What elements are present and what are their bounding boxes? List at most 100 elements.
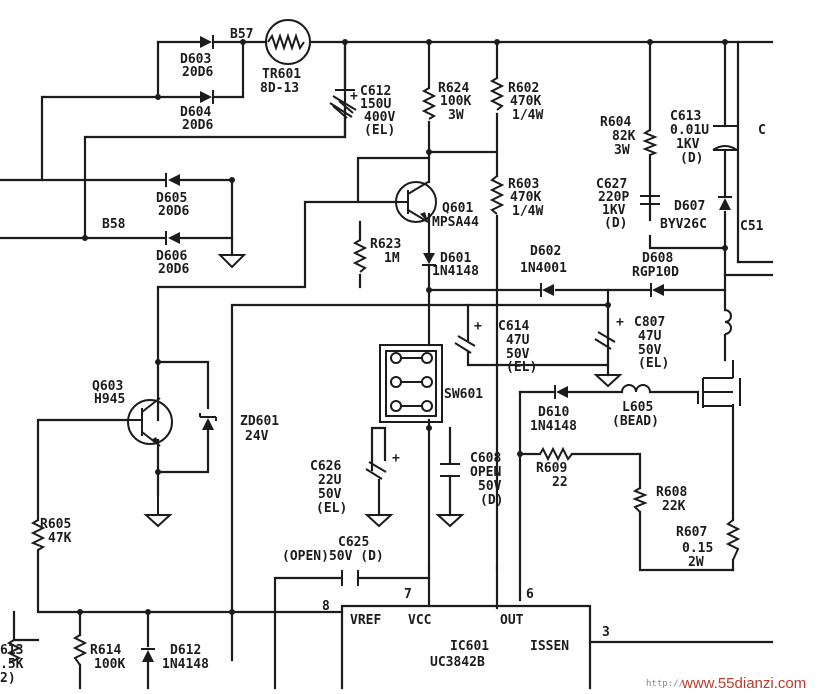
- capacitor-c807-symbol: [594, 331, 616, 350]
- label-d608-value: RGP10D: [632, 265, 679, 280]
- label-b58: B58: [102, 217, 126, 232]
- label-q603-value: H945: [94, 392, 125, 407]
- label-d607-ref: D607: [674, 199, 705, 214]
- inductor-l605-symbol: [621, 384, 651, 393]
- diode-d608-symbol: [650, 283, 664, 297]
- label-l605-value: (BEAD): [612, 414, 659, 429]
- label-c608-type: (D): [480, 493, 503, 508]
- resistor-r604-symbol: [642, 129, 658, 156]
- resistor-r605-symbol: [30, 519, 46, 551]
- thermistor-tr601-symbol: [265, 19, 311, 65]
- label-c627-voltage: 1KV: [602, 203, 626, 218]
- label-r605-ref: R605: [40, 517, 71, 532]
- label-r607-power: 2W: [688, 555, 704, 570]
- diode-d604-symbol: [200, 90, 214, 104]
- label-c613-type: (D): [680, 151, 703, 166]
- diode-d605-symbol: [165, 173, 180, 187]
- label-r624-value: 100K: [440, 94, 471, 109]
- label-ic601-pin7: 7: [404, 587, 412, 602]
- junction-dots: [77, 39, 728, 615]
- label-d601-ref: D601: [440, 251, 471, 266]
- label-d607-value: BYV26C: [660, 217, 707, 232]
- label-polarity-c612: +: [350, 89, 358, 104]
- label-ic601-vref: VREF: [350, 613, 381, 628]
- label-ic601-ref: IC601: [450, 639, 489, 654]
- label-d606-ref: D606: [156, 249, 187, 264]
- label-c807-value: 47U: [638, 329, 662, 344]
- label-r608-ref: R608: [656, 485, 687, 500]
- capacitor-c626-symbol: [365, 461, 387, 480]
- label-d605-value: 20D6: [158, 204, 189, 219]
- label-c807-ref: C807: [634, 315, 665, 330]
- resistor-r603-symbol: [489, 175, 505, 215]
- label-d612-value: 1N4148: [162, 657, 209, 672]
- label-r602-ref: R602: [508, 81, 539, 96]
- label-c608-ref: C608: [470, 451, 501, 466]
- diode-d602-symbol: [540, 283, 554, 297]
- capacitor-c614-symbol: [454, 335, 476, 354]
- label-d604-ref: D604: [180, 105, 211, 120]
- label-r623-value: 1M: [384, 251, 400, 266]
- label-c614-type: (EL): [506, 360, 537, 375]
- capacitor-c625-symbol: [341, 570, 359, 586]
- label-c-edge: C: [758, 123, 766, 138]
- label-r603-value: 470K: [510, 190, 541, 205]
- label-b57: B57: [230, 27, 253, 42]
- label-c612-value: 150U: [360, 97, 391, 112]
- label-polarity-c807: +: [616, 315, 624, 330]
- label-d608-ref: D608: [642, 251, 673, 266]
- label-r604-power: 3W: [614, 143, 630, 158]
- diode-d610-symbol: [554, 385, 568, 399]
- label-r614-ref: R614: [90, 643, 121, 658]
- label-ic601-part: UC3842B: [430, 655, 485, 670]
- label-d601-value: 1N4148: [432, 264, 479, 279]
- label-c626-voltage: 50V: [318, 487, 342, 502]
- label-tr601-value: 8D-13: [260, 81, 299, 96]
- ic601-block: [340, 604, 592, 690]
- switch-sw601-symbol: [379, 344, 443, 423]
- diode-d603-symbol: [200, 35, 214, 49]
- diode-d606-symbol: [165, 231, 180, 245]
- label-r609-ref: R609: [536, 461, 567, 476]
- label-r613-value: .5K: [0, 657, 24, 672]
- ground-icon-q603: [143, 495, 173, 528]
- label-sw601: SW601: [444, 387, 483, 402]
- label-c614-voltage: 50V: [506, 347, 530, 362]
- label-r614-value: 100K: [94, 657, 125, 672]
- diodes: [141, 35, 732, 662]
- ground-icon-c626: [364, 514, 394, 528]
- resistor-r614-symbol: [72, 634, 88, 666]
- label-d605-ref: D605: [156, 191, 187, 206]
- label-c608-voltage: 50V: [478, 479, 502, 494]
- label-d612-ref: D612: [170, 643, 201, 658]
- capacitors: [329, 89, 738, 586]
- label-l605-ref: L605: [622, 400, 653, 415]
- capacitor-c613-symbol: [712, 125, 738, 151]
- label-ic601-pin6: 6: [526, 587, 534, 602]
- label-d604-value: 20D6: [182, 118, 213, 133]
- diode-d607-symbol: [718, 196, 732, 210]
- label-q603-ref: Q603: [92, 379, 123, 394]
- capacitor-c608-symbol: [440, 463, 460, 477]
- wires: [0, 40, 774, 690]
- label-d606-value: 20D6: [158, 262, 189, 277]
- label-c626-type: (EL): [316, 501, 347, 516]
- resistor-r623-symbol: [352, 239, 368, 273]
- label-c627-ref: C627: [596, 177, 627, 192]
- label-d610-value: 1N4148: [530, 419, 577, 434]
- label-polarity-c614: +: [474, 319, 482, 334]
- label-c612-voltage: 400V: [364, 110, 395, 125]
- ground-icon-d606: [217, 254, 247, 269]
- label-r605-value: 47K: [48, 531, 72, 546]
- label-c626-ref: C626: [310, 459, 341, 474]
- label-polarity-c626: +: [392, 451, 400, 466]
- label-r609-value: 22: [552, 475, 568, 490]
- label-r607-value: 0.15: [682, 541, 713, 556]
- transistor-q603-symbol: [127, 397, 173, 447]
- label-c613-voltage: 1KV: [676, 137, 700, 152]
- label-tr601-ref: TR601: [262, 67, 301, 82]
- diode-d601-symbol: [422, 253, 436, 266]
- resistor-r624-symbol: [421, 87, 437, 120]
- resistor-r607-symbol: [725, 519, 741, 561]
